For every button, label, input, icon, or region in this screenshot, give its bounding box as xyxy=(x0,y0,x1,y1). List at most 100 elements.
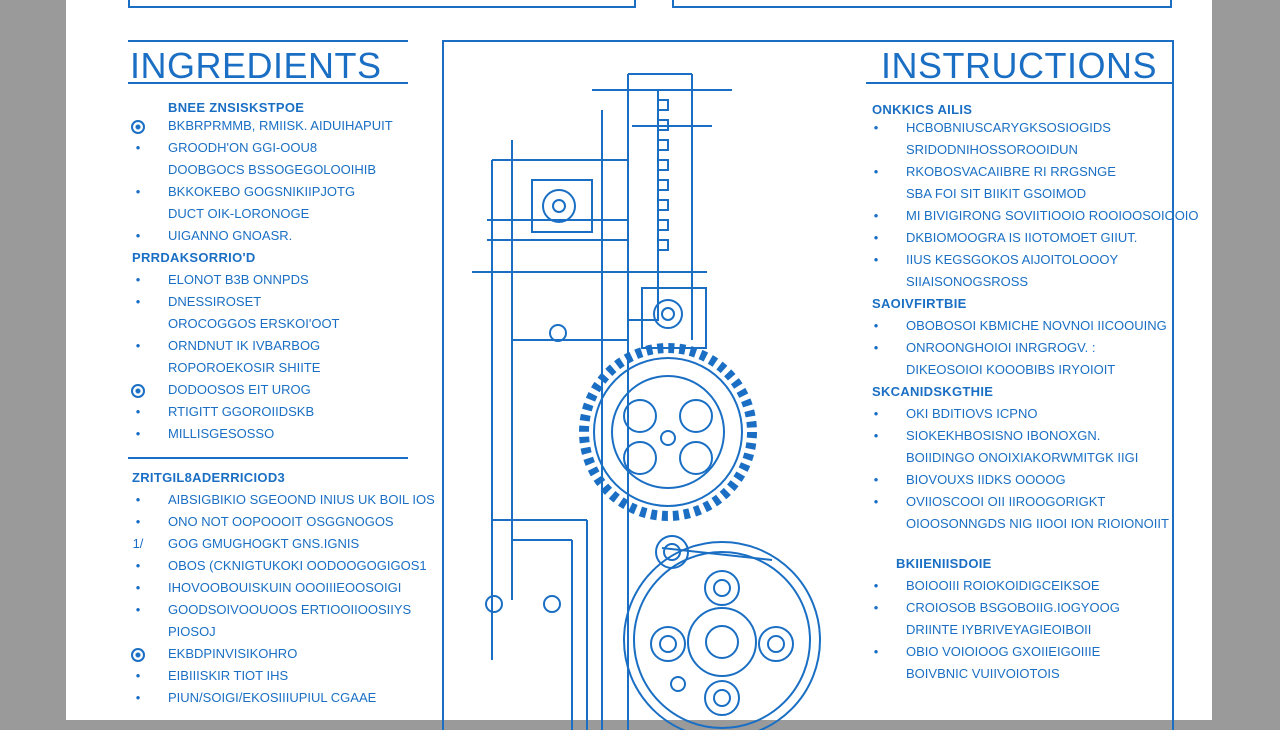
list-item: •CROIOSOB BSGOBOIIG.IOGYOOG xyxy=(866,597,1172,619)
bullet-mark: • xyxy=(135,690,141,705)
list-item-text: MI BIVIGIRONG SOVIITIOOIO ROOIOOSOIOOIO xyxy=(906,208,1199,223)
list-item: •GROODH'ON GGI-OOU8 xyxy=(128,137,408,159)
list-item-text: DRIINTE IYBRIVEYAGIEOIBOII xyxy=(906,622,1092,637)
list-item-text: OKI BDITIOVS ICPNO xyxy=(906,406,1038,421)
list-item: PIOSOJ xyxy=(128,621,408,643)
instructions-section-2-list: •OBOBOSOI KBMICHE NOVNOI IICOOUING•ONROO… xyxy=(866,315,1172,381)
list-item-text: OBOS (CKNIGTUKOKI OODOOGOGIGOS1 xyxy=(168,558,427,573)
list-item-text: UIGANNO GNOASR. xyxy=(168,228,293,243)
list-item-text: SIIAISONOGSROSS xyxy=(906,274,1029,289)
list-item-text: AIBSIGBIKIO SGEOOND INIUS UK BOIL IOS xyxy=(168,492,435,507)
list-item: •BOIOOIII ROIOKOIDIGCEIKSOE xyxy=(866,575,1172,597)
list-item: •RKOBOSVACAIIBRE RI RRGSNGE xyxy=(866,161,1172,183)
list-item-text: GOG GMUGHOGKT GNS.IGNIS xyxy=(168,536,360,551)
instructions-column: INSTRUCTIONS ONKKICS AILIS •HCBOBNIUSCAR… xyxy=(866,40,1199,685)
instructions-section-2-title: SAOIVFIRTBIE xyxy=(872,296,967,311)
list-item: • OBIO VOIOIOOG GXOIIEIGOIIIE xyxy=(866,641,1172,663)
list-item: •GOODSOIVOOUOOS ERTIOOIIOOSIIYS xyxy=(128,599,411,621)
bullet-mark: • xyxy=(135,668,141,683)
list-item-text: OIOOSONNGDS NIG IIOOI ION RIOIONOIIT xyxy=(906,516,1169,531)
circle-bullet-icon xyxy=(128,115,148,137)
list-item: •DNESSIROSET xyxy=(128,291,408,313)
ingredients-column: INGREDIENTS BNEE ZNSISKSTPOE BKBRPRMMB, … xyxy=(128,40,435,709)
list-item-text: DOOBGOCS BSSOGEGOLOOIHIB xyxy=(168,162,377,177)
bullet-mark: • xyxy=(873,230,879,245)
list-item: • OBOS (CKNIGTUKOKI OODOOGOGIGOS1 xyxy=(128,555,427,577)
list-item: •UIGANNO GNOASR. xyxy=(128,225,408,247)
bullet-mark: • xyxy=(135,492,141,507)
list-item-text: IHOVOOBOUISKUIN OOOIIIEOOSOIGI xyxy=(168,580,402,595)
list-item: •ONROONGHOIOI INRGROGV. : xyxy=(866,337,1172,359)
bullet-mark: • xyxy=(135,404,141,419)
list-item: BOIIDINGO ONOIXIAKORWMITGK IIGI xyxy=(866,447,1172,469)
instructions-heading: INSTRUCTIONS xyxy=(866,40,1172,84)
list-item-text: DIKEOSOIOI KOOOBIBS IRYOIOIT xyxy=(906,362,1116,377)
list-item: •MI BIVIGIRONG SOVIITIOOIO ROOIOOSOIOOIO xyxy=(866,205,1199,227)
list-item-text: DKBIOMOOGRA IS IIOTOMOET GIIUT. xyxy=(906,230,1138,245)
list-item: • BKKOKEBO GOGSNIKIIPJOTG xyxy=(128,181,408,203)
list-item-text: DUCT OIK-LORONOGE xyxy=(168,206,310,221)
bullet-mark: • xyxy=(873,494,879,509)
bolt-circle xyxy=(543,595,561,613)
diagram-border xyxy=(442,40,1174,730)
list-item-text: OBOBOSOI KBMICHE NOVNOI IICOOUING xyxy=(906,318,1167,333)
list-item: OIOOSONNGDS NIG IIOOI ION RIOIONOIIT xyxy=(866,513,1172,535)
list-item-text: BIOVOUXS IIDKS OOOOG xyxy=(906,472,1066,487)
list-item: BKBRPRMMB, RMIISK. AIDUIHAPUIT xyxy=(128,115,408,137)
main-gear xyxy=(579,343,757,521)
bullet-mark: • xyxy=(873,406,879,421)
list-item: •PIUN/SOIGI/EKOSIIIUPIUL CGAAE xyxy=(128,687,408,709)
list-item-text: ONROONGHOIOI INRGROGV. : xyxy=(906,340,1096,355)
list-item: •EIBIIISKIR TIOT IHS xyxy=(128,665,408,687)
gear-rack xyxy=(627,89,669,321)
mounting-block xyxy=(641,287,707,349)
bullet-mark: • xyxy=(873,120,879,135)
list-item: •OBOBOSOI KBMICHE NOVNOI IICOOUING xyxy=(866,315,1172,337)
top-right-frame xyxy=(672,0,1172,8)
mechanical-diagram xyxy=(442,40,1174,730)
list-item-text: ROPOROEKOSIR SHIITE xyxy=(168,360,321,375)
bullet-mark: • xyxy=(135,514,141,529)
list-item-text: IIUS KEGSGOKOS AIJOITOLOOOY xyxy=(906,252,1119,267)
list-item-text: DODOOSOS EIT UROG xyxy=(168,382,311,397)
bullet-mark: • xyxy=(135,338,141,353)
list-item-text: DNESSIROSET xyxy=(168,294,262,309)
idler-pulley xyxy=(655,535,689,569)
ingredients-section-1-list: BKBRPRMMB, RMIISK. AIDUIHAPUIT•GROODH'ON… xyxy=(128,115,408,247)
list-item-text: ORNDNUT IK IVBARBOG xyxy=(168,338,321,353)
list-item: EKBDPINVISIKOHRO xyxy=(128,643,408,665)
bullet-mark: • xyxy=(135,580,141,595)
list-item-text: CROIOSOB BSGOBOIIG.IOGYOOG xyxy=(906,600,1120,615)
bolt-circle xyxy=(653,299,683,329)
instructions-section-3-title: SKCANIDSKGTHIE xyxy=(872,384,994,399)
ingredients-section-2-title: PRRDAKSORRIO'D xyxy=(132,250,256,265)
list-item: • ORNDNUT IK IVBARBOG xyxy=(128,335,408,357)
bullet-mark: • xyxy=(873,644,879,659)
list-item-text: SIOKEKHBOSISNO IBONOXGN. xyxy=(906,428,1101,443)
list-item: ROPOROEKOSIR SHIITE xyxy=(128,357,408,379)
bullet-mark: • xyxy=(873,428,879,443)
bullet-mark: • xyxy=(135,184,141,199)
list-item-text: PIOSOJ xyxy=(168,624,216,639)
list-item-text: RTIGITT GGOROIIDSKB xyxy=(168,404,315,419)
bullet-mark: • xyxy=(135,558,141,573)
ingredients-heading: INGREDIENTS xyxy=(128,40,408,84)
bullet-mark: • xyxy=(873,472,879,487)
list-item: •OVIIOSCOOI OII IIROOGORIGKT xyxy=(866,491,1172,513)
mounting-block xyxy=(531,179,593,233)
instructions-section-4-title: BKIIENIISDOIE xyxy=(896,556,992,571)
list-item: DRIINTE IYBRIVEYAGIEOIBOII xyxy=(866,619,1172,641)
list-item-text: BOIVBNIC VUIIVOIOTOIS xyxy=(906,666,1060,681)
list-item: DODOOSOS EIT UROG xyxy=(128,379,408,401)
list-item: DIKEOSOIOI KOOOBIBS IRYOIOIT xyxy=(866,359,1172,381)
bolt-circle xyxy=(542,189,576,223)
bullet-mark: • xyxy=(873,164,879,179)
list-item-text: BKKOKEBO GOGSNIKIIPJOTG xyxy=(168,184,356,199)
list-item-text: ELONOT B3B ONNPDS xyxy=(168,272,309,287)
bolt-circle xyxy=(485,595,503,613)
list-item: •MILLISGESOSSO xyxy=(128,423,408,445)
list-item: DOOBGOCS BSSOGEGOLOOIHIB xyxy=(128,159,408,181)
list-item: • IHOVOOBOUISKUIN OOOIIIEOOSOIGI xyxy=(128,577,408,599)
list-item-text: OBIO VOIOIOOG GXOIIEIGOIIIE xyxy=(906,644,1101,659)
